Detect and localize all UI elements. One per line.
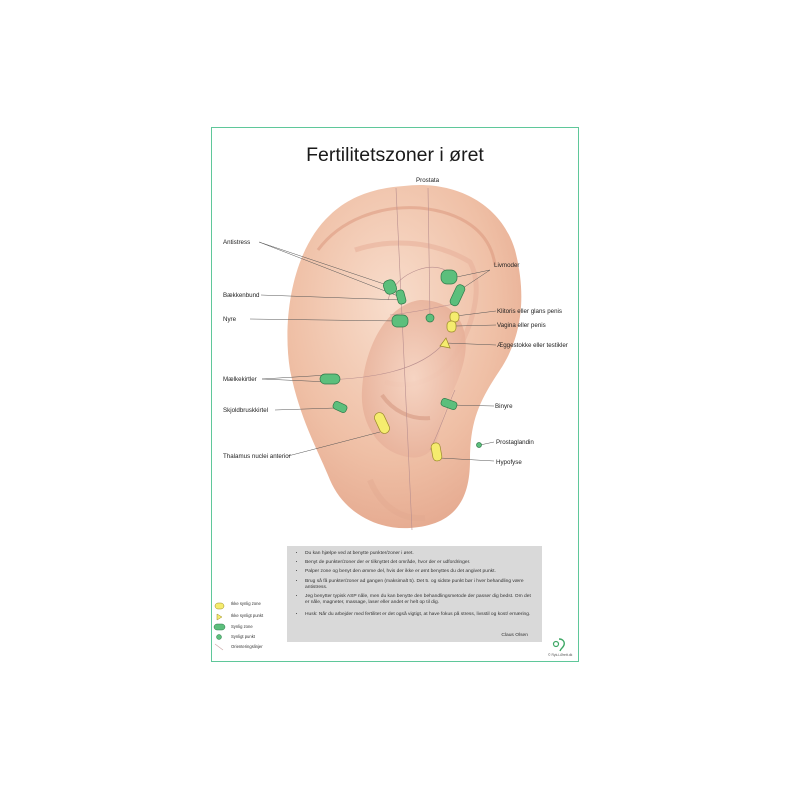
zone-binyre — [440, 398, 458, 410]
legend-label: Synligt punkt — [231, 634, 255, 639]
point-prostata — [425, 313, 435, 323]
zone-maelkekirtler — [319, 373, 341, 385]
legend-visible-zone-icon — [213, 623, 226, 631]
zone-nyre — [391, 314, 409, 328]
visible-zones — [319, 269, 482, 448]
vertical-line — [395, 187, 413, 531]
label-maelkekirtler: Mælkekirtler — [223, 376, 257, 383]
zone-baekkenbund — [395, 289, 407, 305]
legend-label: Ikke synlig zone — [231, 601, 261, 606]
earlobe — [367, 478, 426, 522]
label-klitoris: Klitoris eller glans penis — [497, 308, 562, 315]
zone-klitoris — [449, 311, 460, 323]
zone-vagina — [446, 320, 457, 333]
legend-label: Synlig zone — [231, 624, 253, 629]
info-item: Palper zone og benyt den ømme del, hvis … — [305, 569, 534, 575]
legend-hidden-point-icon — [216, 613, 223, 621]
lower-curve-line — [327, 341, 446, 381]
label-antistress: Antistress — [223, 239, 250, 246]
ear-canal — [380, 393, 431, 421]
label-livmoder: Livmoder — [494, 262, 519, 269]
hidden-zones — [374, 311, 460, 462]
zone-hypofyse — [430, 442, 443, 462]
label-vagina: Vagina eller penis — [497, 322, 546, 329]
label-hypofyse: Hypofyse — [496, 459, 522, 466]
zone-antistress — [383, 279, 397, 295]
info-list: Du kan hjælpe ved at benytte punkter/zon… — [293, 551, 534, 618]
label-nyre: Nyre — [223, 316, 237, 323]
info-item: Husk: Når du arbejder med fertilitet er … — [305, 612, 534, 618]
label-aeggestokke: Æggestokke eller testikler — [497, 342, 568, 349]
helix-rim — [316, 206, 497, 266]
copyright: © Ryk-i-Ørett.dk — [548, 653, 573, 657]
horizontal-line — [389, 303, 456, 316]
info-box: Du kan hjælpe ved at benytte punkter/zon… — [287, 546, 542, 642]
legend-line-icon — [214, 643, 224, 651]
concha — [361, 300, 466, 458]
label-skjoldbruskkirtel: Skjoldbruskkirtel — [223, 407, 268, 414]
label-baekkenbund: Bækkenbund — [223, 292, 260, 299]
zone-livmoder-1 — [440, 269, 458, 285]
info-item: Benyt de punkter/zoner der er tilknyttet… — [305, 560, 534, 566]
label-binyre: Binyre — [495, 403, 513, 410]
info-item: Jeg benytter typisk ASP nåle, men du kan… — [305, 594, 534, 606]
legend-label: Orienteringslinjer — [231, 644, 263, 649]
label-prostata: Prostata — [416, 177, 440, 184]
point-prostaglandin — [476, 442, 482, 448]
info-item: Du kan hjælpe ved at benytte punkter/zon… — [305, 551, 534, 557]
label-thalamus: Thalamus nuclei anterior — [223, 453, 291, 460]
legend-visible-point-icon — [216, 634, 222, 640]
legend-hidden-zone-icon — [214, 602, 225, 610]
label-prostaglandin: Prostaglandin — [496, 439, 534, 446]
ear-logo-icon — [552, 638, 565, 652]
leader-lines — [249, 241, 497, 462]
author-name: Claus Olsen — [501, 633, 528, 638]
zone-thalamus — [374, 412, 390, 434]
page-title: Fertilitetszoner i øret — [306, 144, 484, 166]
zone-livmoder-2 — [449, 284, 466, 307]
prostata-line — [427, 187, 431, 319]
point-aeggestokke — [439, 337, 451, 349]
legend-label: Ikke synligt punkt — [231, 613, 264, 618]
zone-skjoldbruskkirtel — [332, 401, 348, 413]
info-item: Brug så få punkter/zoner ad gangen (maks… — [305, 579, 534, 591]
legend-symbols — [213, 602, 226, 651]
